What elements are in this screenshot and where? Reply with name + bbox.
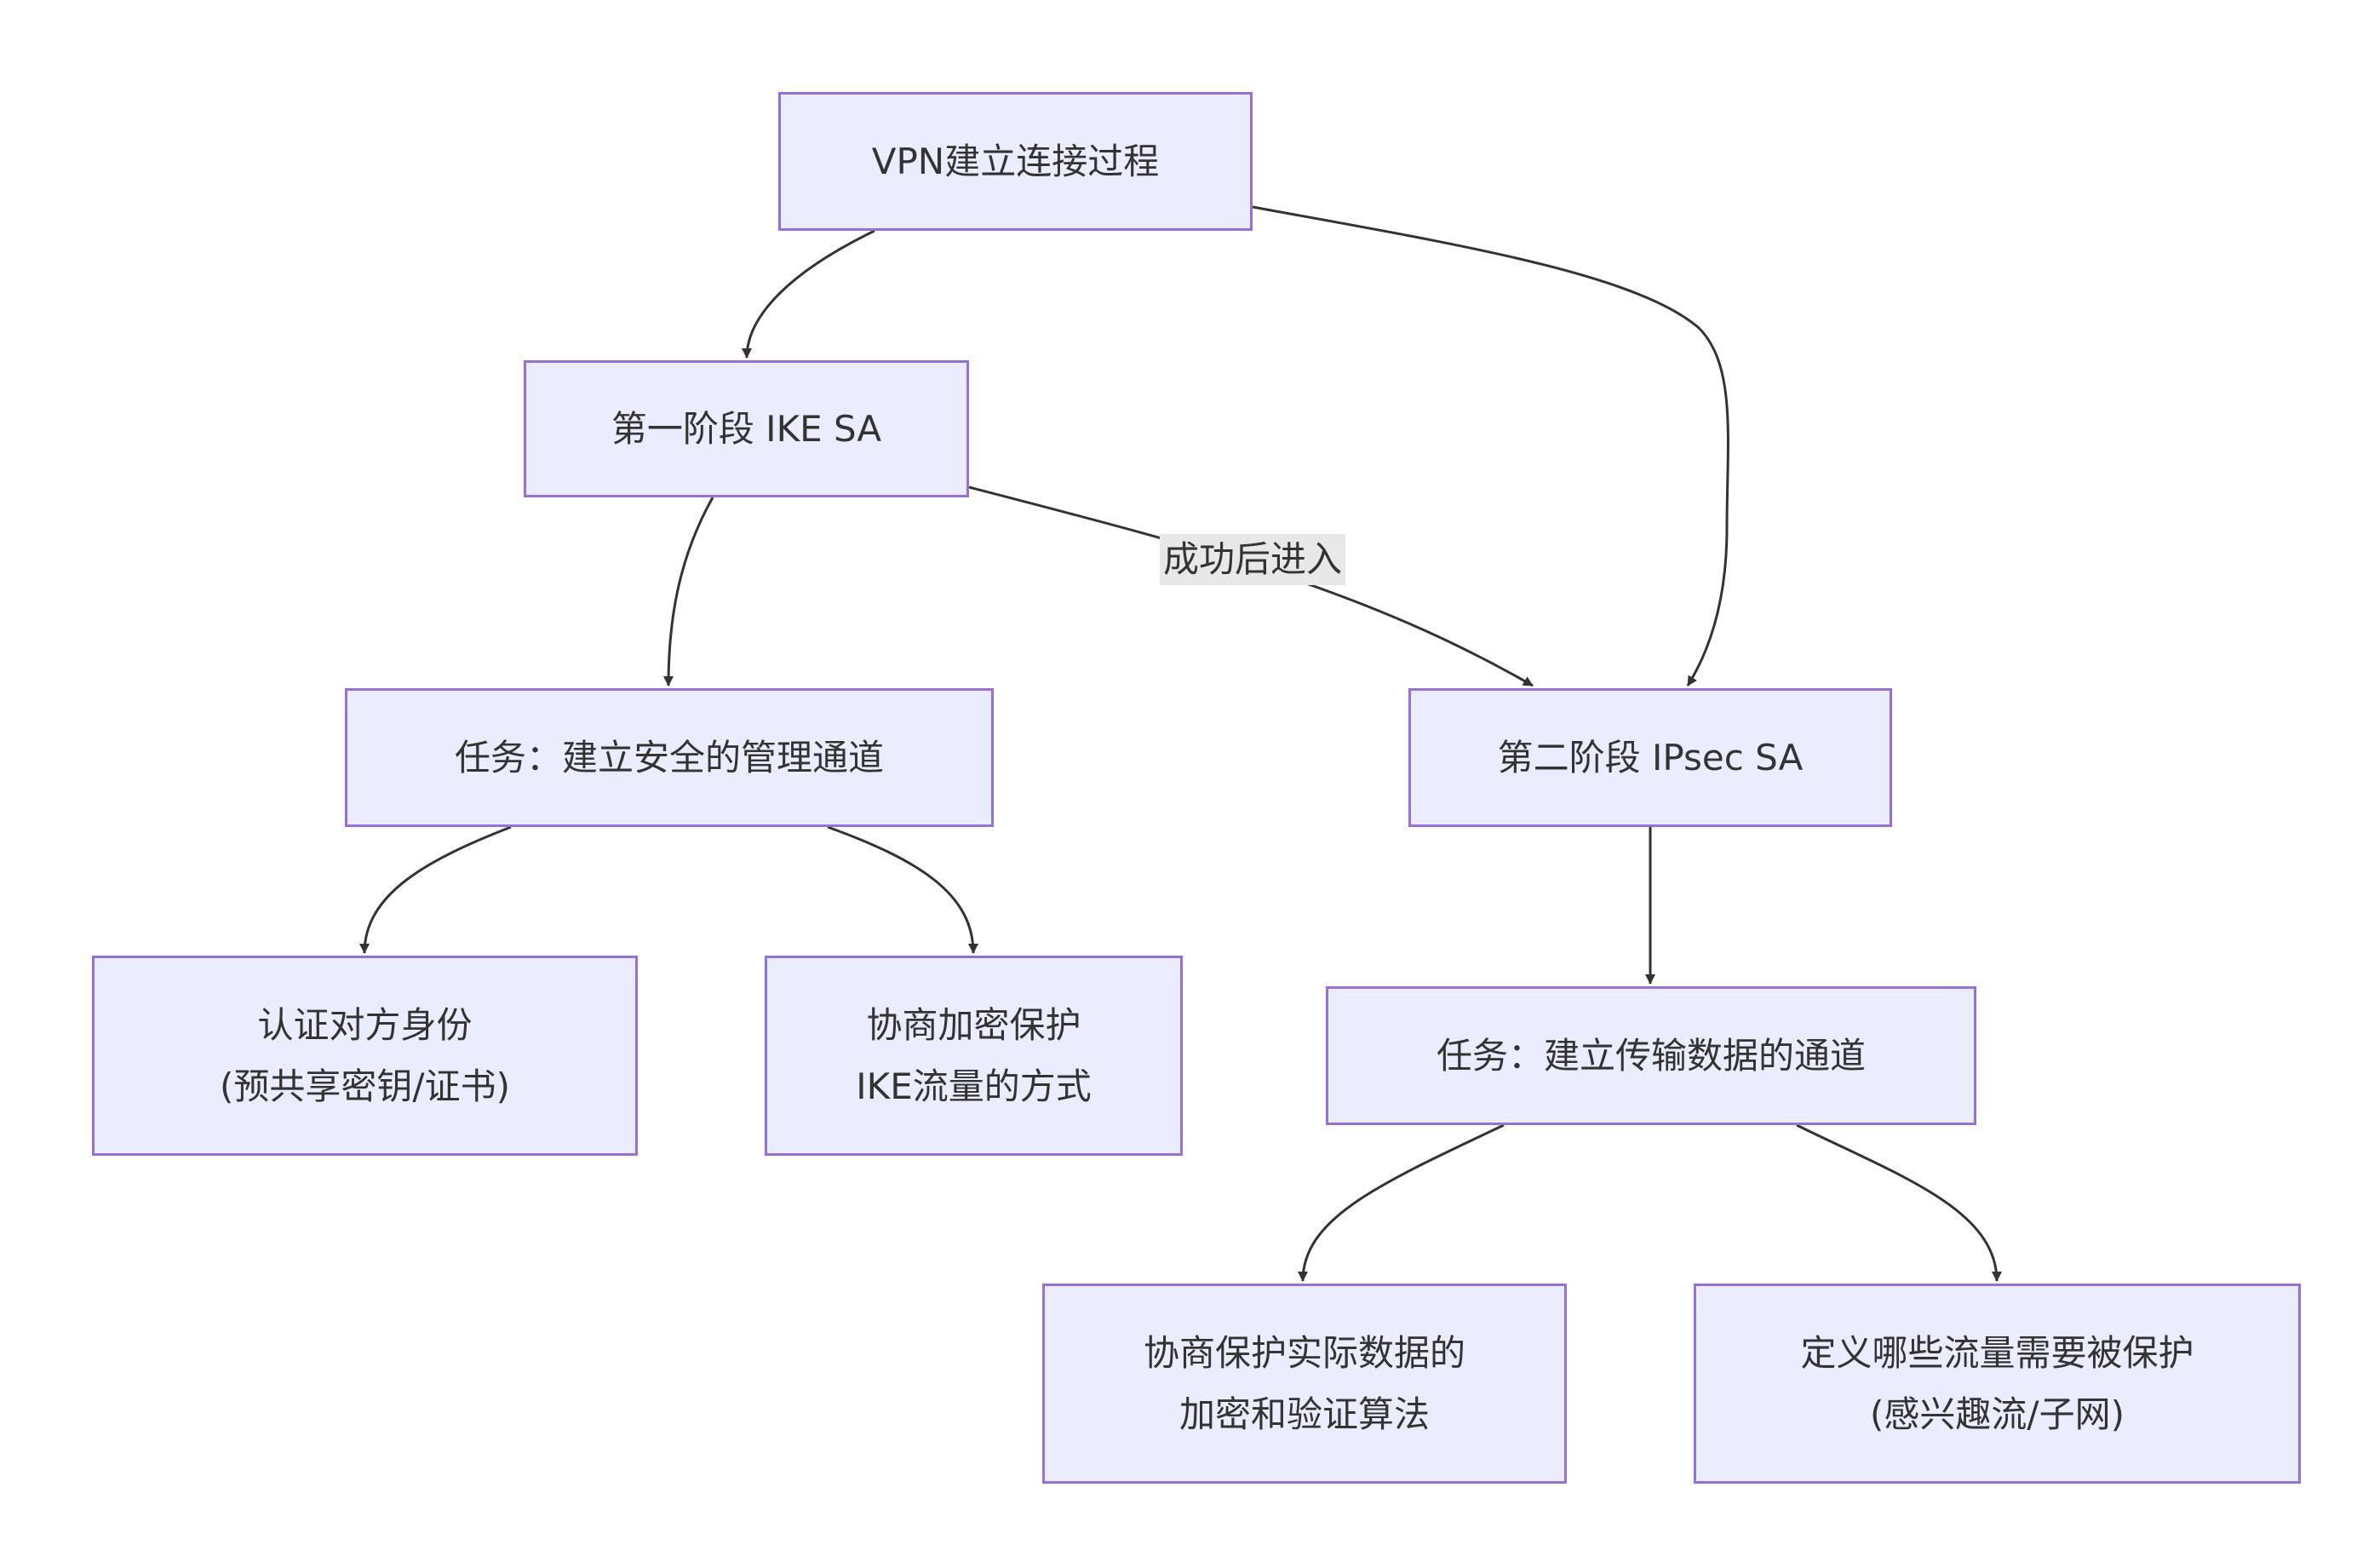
node-phase1-ike-sa[interactable]: 第一阶段 IKE SA — [524, 360, 969, 497]
edge-task1-negot — [827, 825, 978, 954]
edge-label-on-success: 成功后进入 — [1160, 534, 1346, 585]
node-text-line: (预共享密钥/证书) — [220, 1065, 510, 1107]
node-negotiate-algorithms[interactable]: 协商保护实际数据的 加密和验证算法 — [1042, 1284, 1567, 1484]
node-task-management-channel[interactable]: 任务：建立安全的管理通道 — [345, 688, 994, 827]
edge-task2-define — [1796, 1123, 2002, 1282]
edge-task2-algo — [1298, 1123, 1505, 1282]
node-text-line: 定义哪些流量需要被保护 — [1800, 1331, 2194, 1374]
node-text-line: IKE流量的方式 — [856, 1065, 1092, 1107]
node-text-line: 认证对方身份 — [257, 1003, 473, 1046]
edge-phase1-task1 — [663, 497, 714, 686]
node-text-line: VPN建立连接过程 — [871, 140, 1160, 182]
node-text-line: 协商保护实际数据的 — [1143, 1331, 1465, 1374]
node-vpn-connection-process[interactable]: VPN建立连接过程 — [778, 92, 1253, 231]
node-text-line: 任务：建立安全的管理通道 — [454, 736, 884, 778]
edge-vpn-phase2 — [1252, 205, 1729, 686]
node-text-line: (感兴趣流/子网) — [1870, 1393, 2125, 1435]
node-text-line: 协商加密保护 — [866, 1003, 1081, 1046]
node-task-data-channel[interactable]: 任务：建立传输数据的通道 — [1326, 986, 1976, 1125]
edge-phase1-phase2 — [968, 485, 1534, 687]
edge-vpn-phase1 — [742, 229, 875, 359]
node-text-line: 第一阶段 IKE SA — [611, 407, 882, 450]
node-phase2-ipsec-sa[interactable]: 第二阶段 IPsec SA — [1408, 688, 1892, 827]
node-text-line: 任务：建立传输数据的通道 — [1436, 1034, 1866, 1077]
node-negotiate-ike-protection[interactable]: 协商加密保护 IKE流量的方式 — [765, 956, 1183, 1156]
node-authenticate-peer[interactable]: 认证对方身份 (预共享密钥/证书) — [92, 956, 638, 1156]
node-text-line: 第二阶段 IPsec SA — [1497, 736, 1804, 778]
node-define-interesting-traffic[interactable]: 定义哪些流量需要被保护 (感兴趣流/子网) — [1694, 1284, 2301, 1484]
node-text-line: 加密和验证算法 — [1179, 1393, 1430, 1435]
edge-task1-auth — [359, 825, 512, 954]
